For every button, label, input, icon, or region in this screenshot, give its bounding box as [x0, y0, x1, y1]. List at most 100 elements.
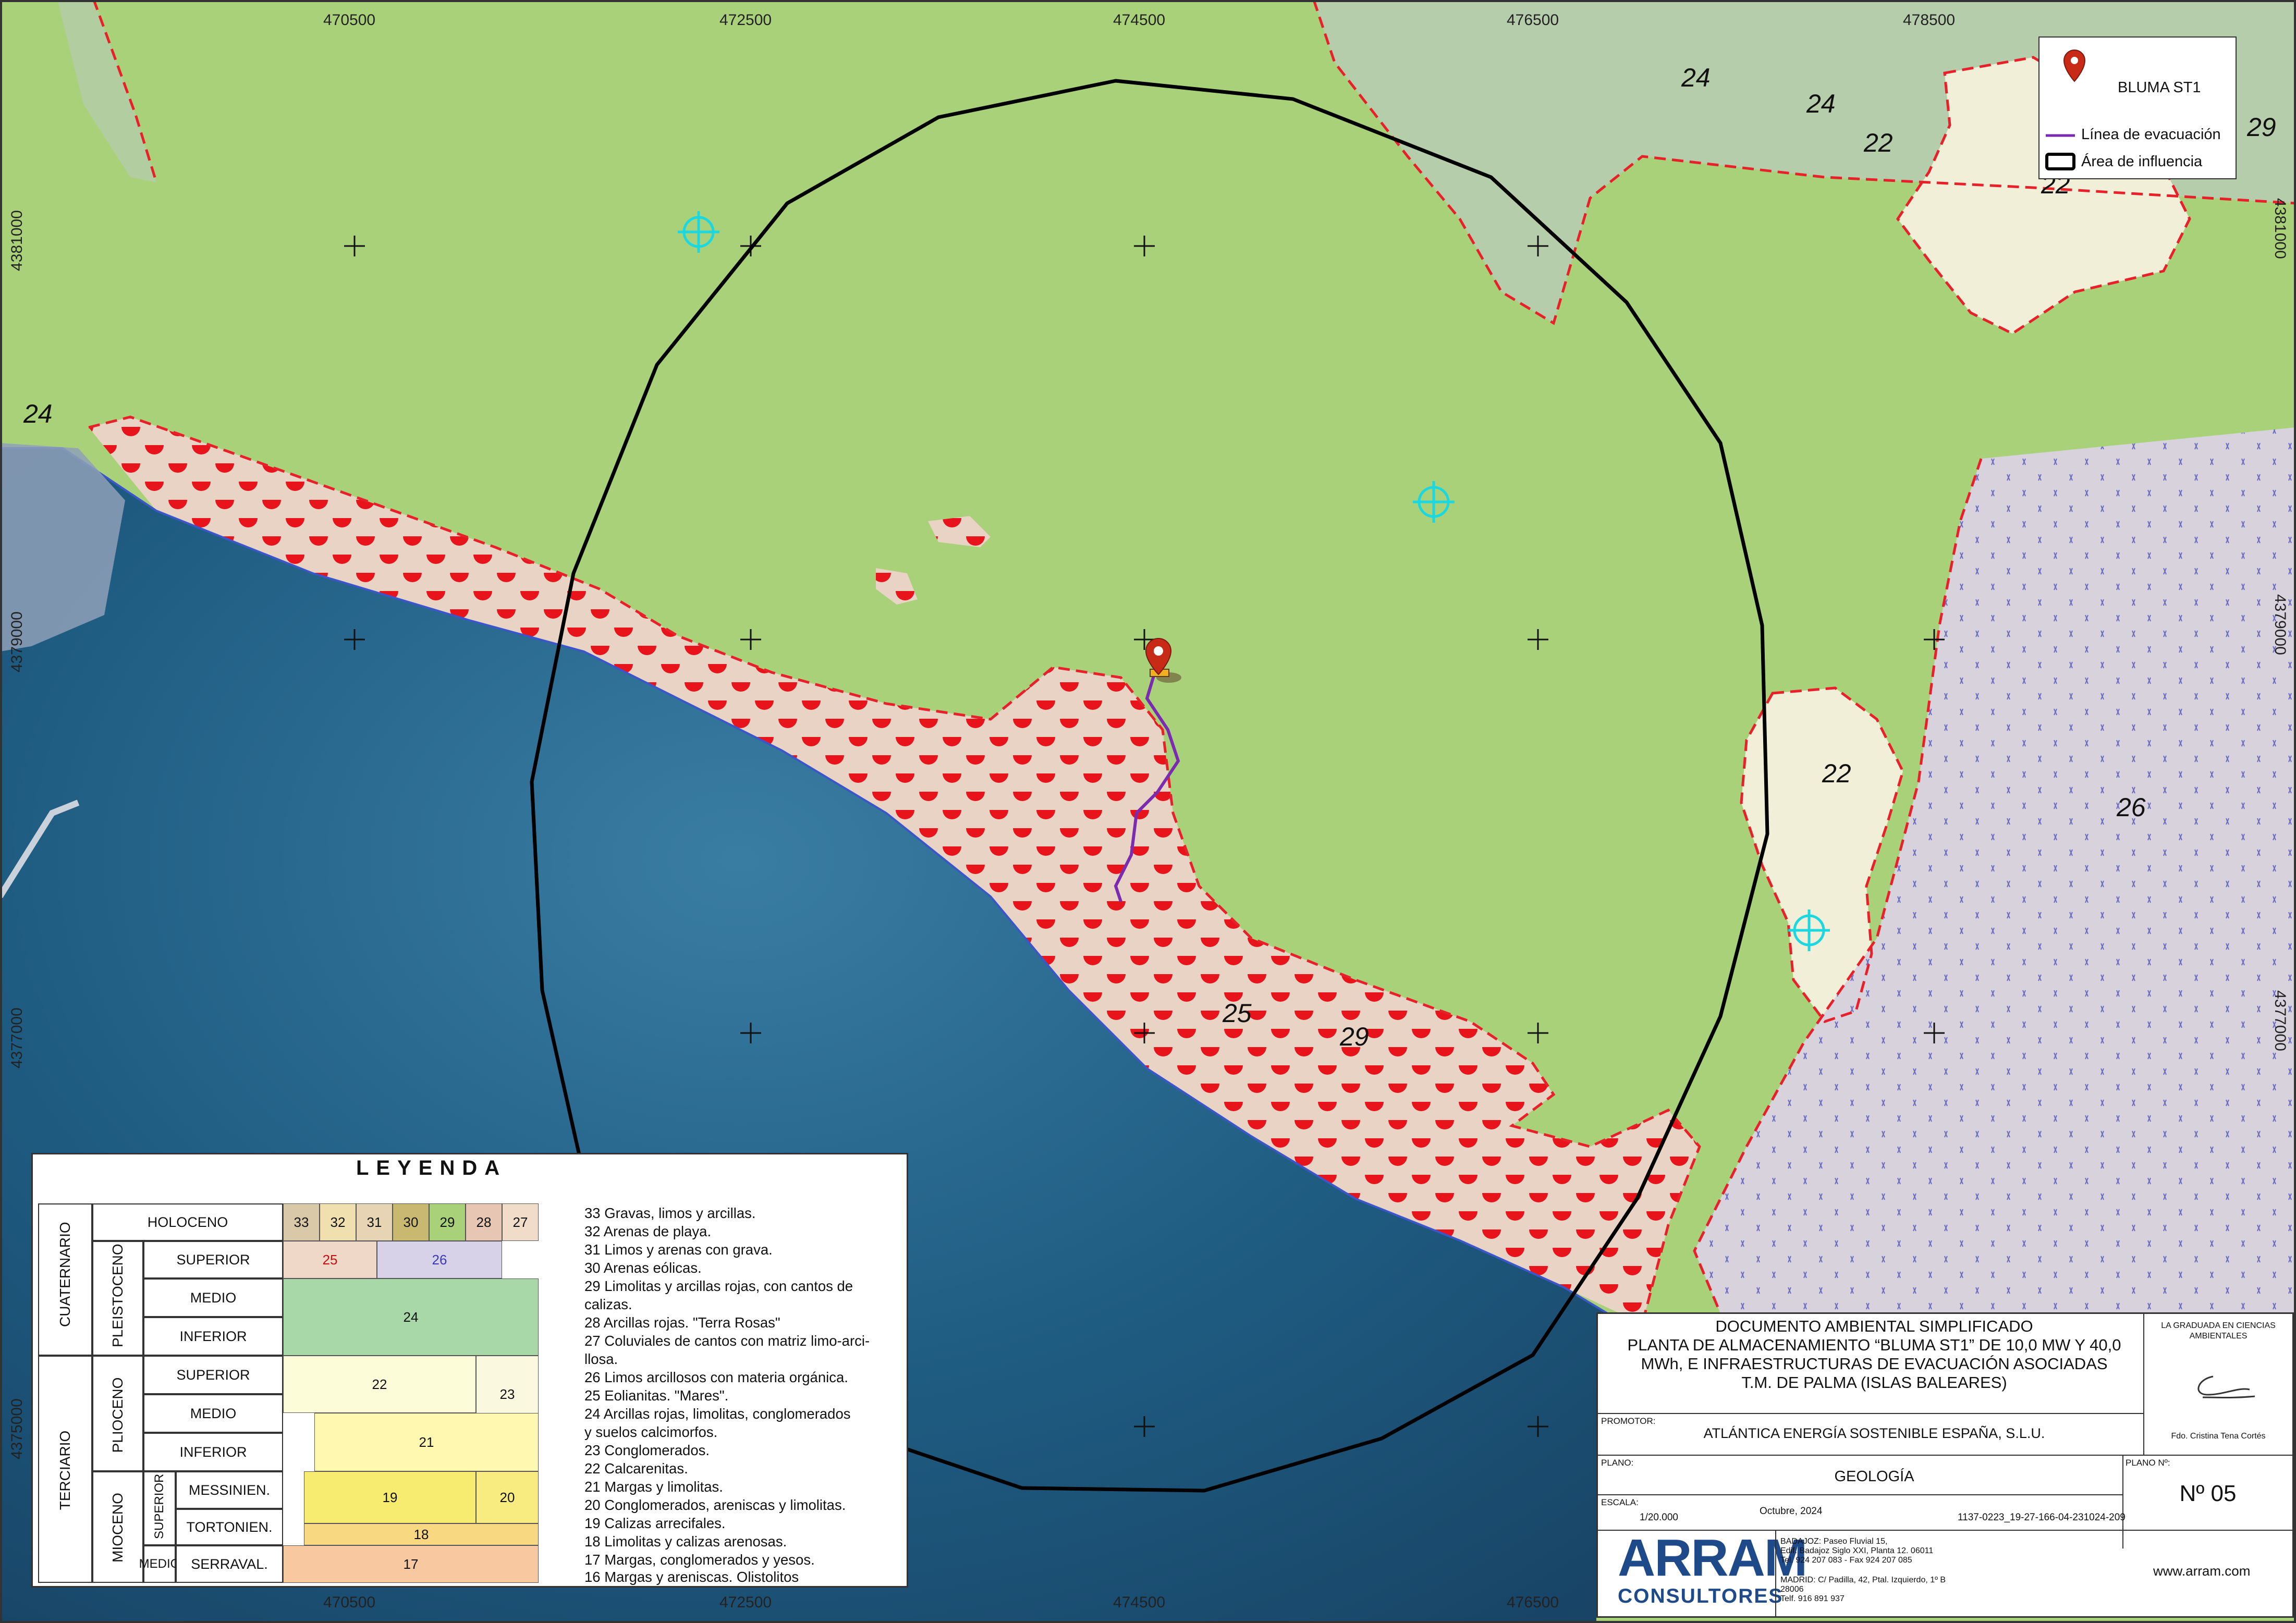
unit-30: 30: [393, 1203, 429, 1241]
breakwater: [0, 800, 80, 899]
mioceno-cell: [92, 1471, 143, 1583]
bluma-marker-icon: [1145, 637, 1181, 683]
coord-top-478500: 478500: [1903, 11, 1956, 29]
unit-27: 27: [502, 1203, 539, 1241]
legend-desc-24: 24 Arcillas rojas, limolitas, conglomera…: [584, 1406, 851, 1422]
coord-right-4381000: 4381000: [2271, 198, 2289, 259]
coord-left-4377000: 4377000: [8, 1007, 26, 1068]
title-block: DOCUMENTO AMBIENTAL SIMPLIFICADO PLANTA …: [1596, 1312, 2294, 1618]
legend-desc-29: 29 Limolitas y arcillas rojas, con canto…: [584, 1278, 853, 1294]
coord-top-470500: 470500: [323, 11, 376, 29]
geo-label-22: 22: [1864, 128, 1893, 157]
area-swatch: [2045, 153, 2075, 170]
coord-bottom-472500: 472500: [719, 1594, 772, 1611]
signature-icon: [2197, 1375, 2255, 1398]
legend-desc-23: 23 Conglomerados.: [584, 1442, 710, 1458]
pleistoceno-cell: [92, 1241, 143, 1356]
unit-29: 29: [429, 1203, 466, 1241]
legend-desc-29b: calizas.: [584, 1296, 632, 1312]
escala-value: 1/20.000: [1640, 1512, 1678, 1523]
unit-24: 24: [283, 1278, 539, 1356]
era-terciario-label: TERCIARIO: [57, 1430, 73, 1510]
geo-label-24: 24: [1681, 63, 1711, 92]
zone-25-islet-1: [928, 516, 991, 547]
tortonien-cell: TORTONIEN.: [176, 1509, 283, 1545]
legend-area-label: Área de influencia: [2081, 153, 2203, 170]
legend-evac-label: Línea de evacuación: [2081, 126, 2221, 143]
geo-label-22: 22: [1822, 759, 1851, 788]
geo-label-29: 29: [2247, 113, 2276, 142]
unit-19: 19: [304, 1471, 476, 1523]
pleist-inferior: INFERIOR: [143, 1317, 283, 1356]
legend-desc-25: 25 Eolianitas. "Mares".: [584, 1387, 729, 1404]
address-2: Edif. Badajoz Siglo XXI, Planta 12. 0601…: [1780, 1546, 1934, 1555]
title-line-2: PLANTA DE ALMACENAMIENTO “BLUMA ST1” DE …: [1627, 1336, 2121, 1354]
legend-desc-26: 26 Limos arcillosos con materia orgánica…: [584, 1369, 848, 1385]
plio-medio: MEDIO: [143, 1394, 283, 1433]
zone-22-e: [1741, 688, 1903, 1022]
legend-desc-32: 32 Arenas de playa.: [584, 1223, 712, 1239]
address-4: MADRID: C/ Padilla, 42, Ptal. Izquierdo,…: [1780, 1576, 1946, 1584]
mio-medio-cell: MEDIO: [139, 1545, 180, 1583]
legend-title: LEYENDA: [356, 1157, 507, 1179]
geology-legend: LEYENDA CUATERNARIO TERCIARIO HOLOCENO P…: [31, 1153, 908, 1588]
legend-desc-20: 20 Conglomerados, areniscas y limolitas.: [584, 1497, 846, 1513]
cyan-symbols: [678, 211, 1830, 951]
legend-desc-16: 16 Margas y areniscas. Olistolitos: [584, 1569, 799, 1585]
coord-top-474500: 474500: [1113, 11, 1166, 29]
coord-top-472500: 472500: [719, 11, 772, 29]
coord-left-4375000: 4375000: [8, 1398, 26, 1459]
serraval-cell: SERRAVAL.: [176, 1545, 283, 1583]
evacuation-line: [1114, 672, 1180, 902]
unit-17: 17: [283, 1545, 539, 1583]
coord-right-4379000: 4379000: [2271, 594, 2289, 655]
geo-label-24: 24: [1806, 89, 1836, 118]
unit-33: 33: [283, 1203, 320, 1241]
holoceno-cell: HOLOCENO: [92, 1203, 283, 1241]
legend-desc-28: 28 Arcillas rojas. "Terra Rosas": [584, 1314, 780, 1331]
zone-26: [1694, 427, 2296, 1313]
pleist-medio: MEDIO: [143, 1278, 283, 1317]
coord-bottom-474500: 474500: [1113, 1594, 1166, 1611]
pleist-superior: SUPERIOR: [143, 1241, 283, 1278]
legend-desc-30: 30 Arenas eólicas.: [584, 1260, 702, 1276]
coord-top-476500: 476500: [1507, 11, 1559, 29]
address-6: Telf. 916 891 937: [1780, 1594, 1845, 1603]
era-cuaternario-label: CUATERNARIO: [57, 1222, 73, 1327]
coord-left-4381000: 4381000: [8, 210, 26, 271]
website-link[interactable]: www.arram.com: [2153, 1563, 2251, 1579]
influence-area: [530, 79, 1769, 1493]
legend-desc-31: 31 Limos y arenas con grava.: [584, 1241, 773, 1258]
legend-desc-27b: llosa.: [584, 1351, 618, 1367]
legend-desc-22: 22 Calcarenitas.: [584, 1460, 688, 1477]
unit-32: 32: [320, 1203, 356, 1241]
messinien-cell: MESSINIEN.: [176, 1471, 283, 1509]
arram-logo-sub: CONSULTORES: [1618, 1585, 1784, 1607]
geo-label-25: 25: [1223, 999, 1252, 1028]
geo-label-24: 24: [23, 399, 53, 428]
legend-desc-19: 19 Calizas arrecifales.: [584, 1515, 726, 1531]
address-5: 28006: [1780, 1585, 1804, 1594]
port-area: [0, 443, 125, 651]
unit-28: 28: [466, 1203, 502, 1241]
legend-desc-33: 33 Gravas, limos y arcillas.: [584, 1205, 756, 1221]
address-3: Tel. 924 207 083 - Fax 924 207 085: [1780, 1556, 1912, 1565]
era-cuaternario: [38, 1203, 92, 1356]
mioceno-label: MIOCENO: [109, 1493, 126, 1563]
marker-icon: [2063, 49, 2086, 82]
escala-label: ESCALA:: [1601, 1497, 1639, 1507]
mio-superior-label: SUPERIOR: [152, 1473, 166, 1539]
plano-value: GEOLOGÍA: [1834, 1468, 1914, 1485]
legend-desc-18: 18 Limolitas y calizas arenosas.: [584, 1533, 787, 1550]
evac-line-swatch: [2046, 134, 2075, 137]
address-1: BADAJOZ: Paseo Fluvial 15,: [1780, 1537, 1888, 1546]
fecha-value: Octubre, 2024: [1760, 1506, 1823, 1517]
map-legend: BLUMA ST1 Línea de evacuación Área de in…: [2038, 36, 2237, 179]
arram-logo: ARRAM: [1618, 1529, 1808, 1587]
signer-name: Fdo. Cristina Tena Cortés: [2171, 1432, 2266, 1441]
legend-desc-21: 21 Margas y limolitas.: [584, 1479, 723, 1495]
zone-25-coast: [89, 417, 1700, 1324]
title-line-1: DOCUMENTO AMBIENTAL SIMPLIFICADO: [1715, 1317, 2033, 1335]
coord-bottom-476500: 476500: [1507, 1594, 1559, 1611]
